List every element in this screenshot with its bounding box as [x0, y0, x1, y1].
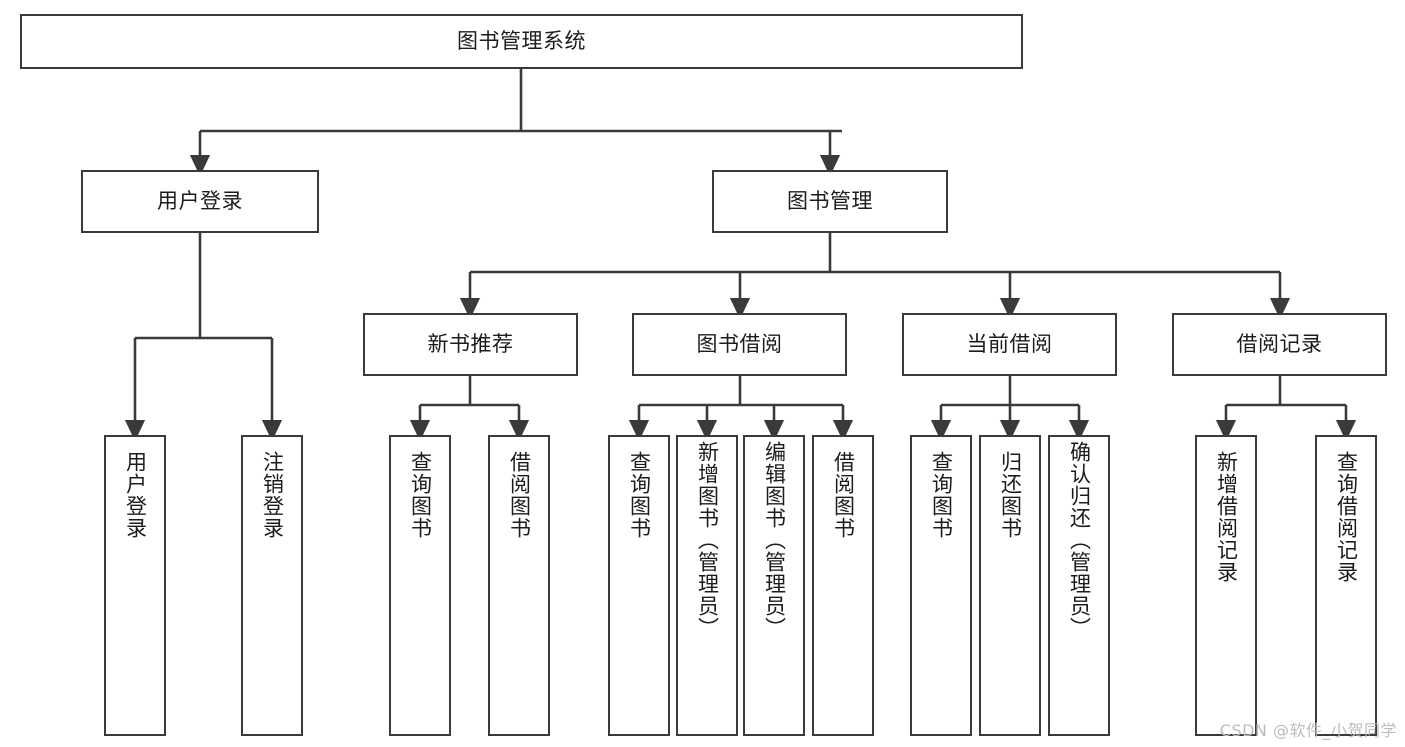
node-label: 注销登录	[260, 451, 285, 539]
leaf-current-borrow-confirm-return-admin[interactable]: 确认归还（管理员）	[1048, 435, 1110, 736]
leaf-book-borrow-query-books[interactable]: 查询图书	[608, 435, 670, 736]
node-book-borrowing[interactable]: 图书借阅	[632, 313, 847, 376]
node-label: 新书推荐	[427, 331, 514, 356]
node-label: 当前借阅	[966, 331, 1053, 356]
node-book-management[interactable]: 图书管理	[712, 170, 948, 233]
leaf-book-borrow-borrow-books[interactable]: 借阅图书	[812, 435, 874, 736]
node-label: 查询图书	[408, 451, 433, 539]
node-label: 归还图书	[998, 451, 1023, 539]
node-label: 查询借阅记录	[1334, 451, 1359, 583]
node-label: 借阅图书	[831, 451, 856, 539]
leaf-book-borrow-edit-book-admin[interactable]: 编辑图书（管理员）	[743, 435, 805, 736]
leaf-user-login-login[interactable]: 用户登录	[104, 435, 166, 736]
leaf-borrow-record-add-record[interactable]: 新增借阅记录	[1195, 435, 1257, 736]
node-label: 查询图书	[627, 451, 652, 539]
node-label: 图书管理系统	[457, 28, 586, 53]
node-label: 用户登录	[123, 451, 148, 539]
node-label: 用户登录	[157, 188, 243, 213]
node-new-book-recommendation[interactable]: 新书推荐	[363, 313, 578, 376]
node-label: 新增借阅记录	[1214, 451, 1239, 583]
node-label: 编辑图书（管理员）	[762, 441, 787, 639]
node-borrowing-record[interactable]: 借阅记录	[1172, 313, 1387, 376]
node-label: 确认归还（管理员）	[1067, 441, 1092, 639]
leaf-borrow-record-query-record[interactable]: 查询借阅记录	[1315, 435, 1377, 736]
node-label: 新增图书（管理员）	[695, 441, 720, 639]
node-label: 查询图书	[929, 451, 954, 539]
node-user-login[interactable]: 用户登录	[81, 170, 319, 233]
leaf-new-book-borrow-books[interactable]: 借阅图书	[488, 435, 550, 736]
node-root-library-management-system[interactable]: 图书管理系统	[20, 14, 1023, 69]
node-label: 借阅记录	[1236, 331, 1323, 356]
leaf-current-borrow-query-books[interactable]: 查询图书	[910, 435, 972, 736]
leaf-new-book-query-books[interactable]: 查询图书	[389, 435, 451, 736]
leaf-user-login-logout[interactable]: 注销登录	[241, 435, 303, 736]
leaf-book-borrow-add-book-admin[interactable]: 新增图书（管理员）	[676, 435, 738, 736]
node-label: 图书借阅	[696, 331, 783, 356]
leaf-current-borrow-return-books[interactable]: 归还图书	[979, 435, 1041, 736]
node-current-borrowing[interactable]: 当前借阅	[902, 313, 1117, 376]
node-label: 图书管理	[787, 188, 873, 213]
node-label: 借阅图书	[507, 451, 532, 539]
